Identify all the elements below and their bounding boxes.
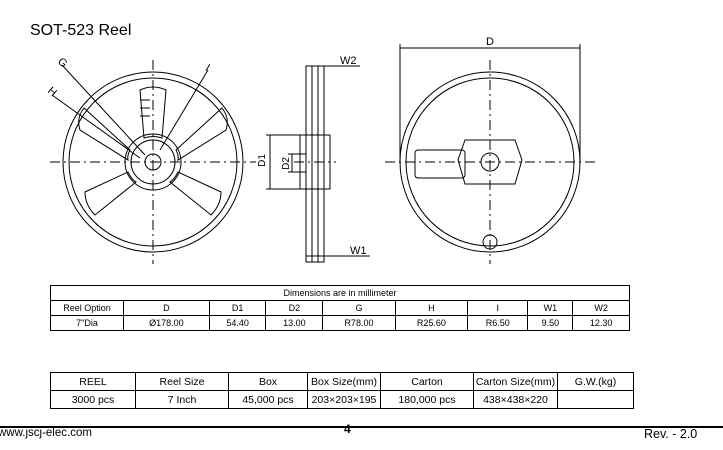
cell: 13.00 (265, 315, 324, 331)
cell: R78.00 (322, 315, 396, 331)
header-cell: W1 (527, 300, 574, 316)
label-w2: W2 (340, 55, 357, 67)
front-view-reel (50, 60, 256, 264)
label-d1: D1 (256, 154, 268, 167)
cell: 180,000 pcs (380, 390, 474, 409)
page-number: 4 (344, 422, 351, 436)
header-cell: Box (228, 372, 308, 391)
cell: 203×203×195 (307, 390, 381, 409)
cell: 7 Inch (135, 390, 229, 409)
header-cell: D2 (265, 300, 324, 316)
table-row: 7"Dia Ø178.00 54.40 13.00 R78.00 R25.60 … (50, 315, 630, 331)
header-cell: Carton Size(mm) (473, 372, 558, 391)
table-caption: Dimensions are in millimeter (50, 285, 630, 301)
cell: 3000 pcs (50, 390, 136, 409)
packing-table: REEL Reel Size Box Box Size(mm) Carton C… (50, 372, 634, 409)
header-cell: D1 (208, 300, 267, 316)
header-cell: Carton (380, 372, 474, 391)
revision-label: Rev. - 2.0 (644, 427, 698, 441)
footer-divider (0, 426, 723, 428)
label-w1: W1 (350, 245, 367, 257)
cell: 12.30 (572, 315, 630, 331)
table-header-row: Reel Option D D1 D2 G H I W1 W2 (50, 300, 630, 316)
cell: R25.60 (394, 315, 469, 331)
cell: 45,000 pcs (228, 390, 308, 409)
page-title: SOT-523 Reel (30, 22, 132, 39)
header-cell: H (394, 300, 469, 316)
header-cell: Reel Option (50, 300, 124, 316)
table-row: 3000 pcs 7 Inch 45,000 pcs 203×203×195 1… (50, 390, 634, 409)
cell: 7"Dia (50, 315, 124, 331)
reel-drawing (50, 44, 595, 264)
cell: 438×438×220 (473, 390, 558, 409)
cell: 54.40 (208, 315, 267, 331)
dimensions-table: Dimensions are in millimeter Reel Option… (50, 285, 630, 331)
header-cell: G (322, 300, 396, 316)
header-cell: W2 (572, 300, 630, 316)
header-cell: Reel Size (135, 372, 229, 391)
label-d2: D2 (280, 157, 292, 170)
side-view-reel (266, 65, 370, 263)
website-link[interactable]: www.jscj-elec.com (0, 427, 92, 439)
back-view-reel (385, 44, 595, 264)
table-header-row: REEL Reel Size Box Box Size(mm) Carton C… (50, 372, 634, 391)
header-cell: I (467, 300, 529, 316)
header-cell: G.W.(kg) (557, 372, 634, 391)
cell: Ø178.00 (123, 315, 210, 331)
header-cell: D (123, 300, 210, 316)
cell: R6.50 (467, 315, 529, 331)
header-cell: Box Size(mm) (307, 372, 381, 391)
cell (557, 390, 634, 409)
header-cell: REEL (50, 372, 136, 391)
cell: 9.50 (527, 315, 574, 331)
label-d: D (486, 36, 494, 48)
